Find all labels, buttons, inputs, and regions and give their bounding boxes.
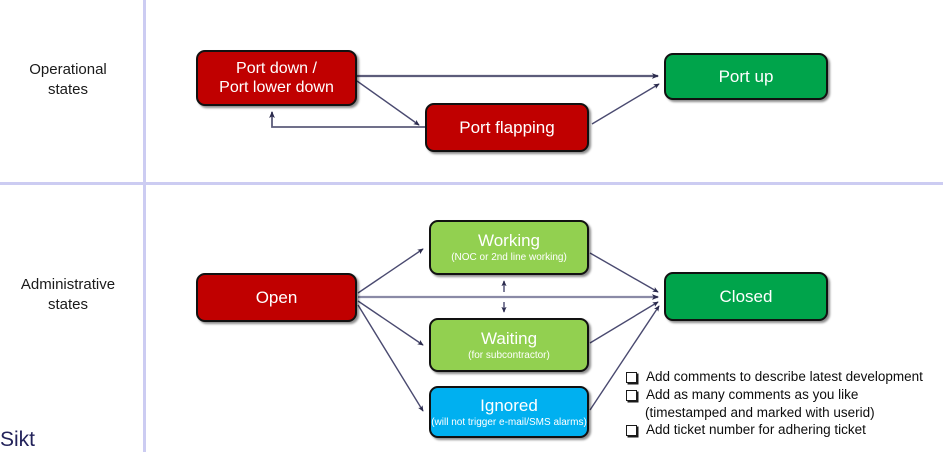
node-port-down-line1: Port down / — [236, 60, 317, 77]
node-ignored-title: Ignored — [480, 395, 538, 415]
node-port-down-line2: Port lower down — [219, 79, 334, 96]
edge-open-to-working — [357, 248, 424, 294]
node-open[interactable]: Open — [196, 273, 357, 322]
horizontal-divider — [0, 182, 943, 185]
brand-logo-text: Sikt — [0, 428, 36, 451]
checklist-item[interactable]: Add comments to describe latest developm… — [626, 368, 943, 385]
node-port-flapping[interactable]: Port flapping — [425, 103, 589, 152]
checklist-item[interactable]: Add ticket number for adhering ticket — [626, 421, 943, 438]
edge-open-to-ignored — [357, 304, 424, 412]
checklist-item-text: Add ticket number for adhering ticket — [646, 422, 866, 437]
edge-port-down-to-port-flapping — [356, 80, 420, 126]
node-ignored[interactable]: Ignored (will not trigger e-mail/SMS ala… — [429, 386, 589, 438]
checkbox-icon — [626, 425, 637, 436]
row-label-administrative-line1: Administrative — [20, 276, 116, 293]
node-closed-title: Closed — [719, 286, 773, 306]
checklist-item-text: Add as many comments as you like — [646, 387, 859, 402]
node-working-title: Working — [477, 231, 541, 250]
node-closed[interactable]: Closed — [664, 272, 828, 321]
edge-port-flapping-to-port-up — [591, 83, 660, 125]
edge-waiting-to-closed — [589, 301, 659, 344]
node-port-flapping-title: Port flapping — [459, 117, 555, 137]
edge-port-flapping-to-port-down — [269, 111, 425, 128]
node-ignored-subtitle: (will not trigger e-mail/SMS alarms) — [431, 416, 587, 428]
checkbox-icon — [626, 390, 637, 401]
node-working-subtitle: (NOC or 2nd line working) — [451, 252, 567, 263]
node-port-down[interactable]: Port down / Port lower down — [196, 50, 357, 106]
checklist-item-continuation: (timestamped and marked with userid) — [645, 405, 875, 420]
node-waiting[interactable]: Waiting (for subcontractor) — [429, 318, 589, 372]
node-port-up-title: Port up — [718, 66, 774, 86]
node-open-title: Open — [255, 287, 298, 307]
row-label-operational: Operational states — [4, 60, 132, 100]
node-port-up[interactable]: Port up — [664, 53, 828, 100]
node-waiting-title: Waiting — [480, 328, 538, 348]
edge-open-to-waiting — [357, 300, 424, 346]
node-working[interactable]: Working (NOC or 2nd line working) — [429, 220, 589, 275]
node-waiting-subtitle: (for subcontractor) — [468, 349, 550, 361]
row-label-operational-line2: states — [47, 81, 89, 98]
vertical-divider — [143, 0, 146, 452]
edge-working-to-closed — [589, 252, 659, 293]
checkbox-icon — [626, 372, 637, 383]
row-label-administrative-line2: states — [47, 296, 89, 313]
checklist-item-text: Add comments to describe latest developm… — [646, 369, 923, 384]
row-label-operational-line1: Operational — [29, 61, 107, 78]
row-label-administrative: Administrative states — [0, 275, 136, 315]
checklist-item[interactable]: Add as many comments as you like — [626, 386, 943, 403]
checklist: Add comments to describe latest developm… — [626, 368, 943, 439]
